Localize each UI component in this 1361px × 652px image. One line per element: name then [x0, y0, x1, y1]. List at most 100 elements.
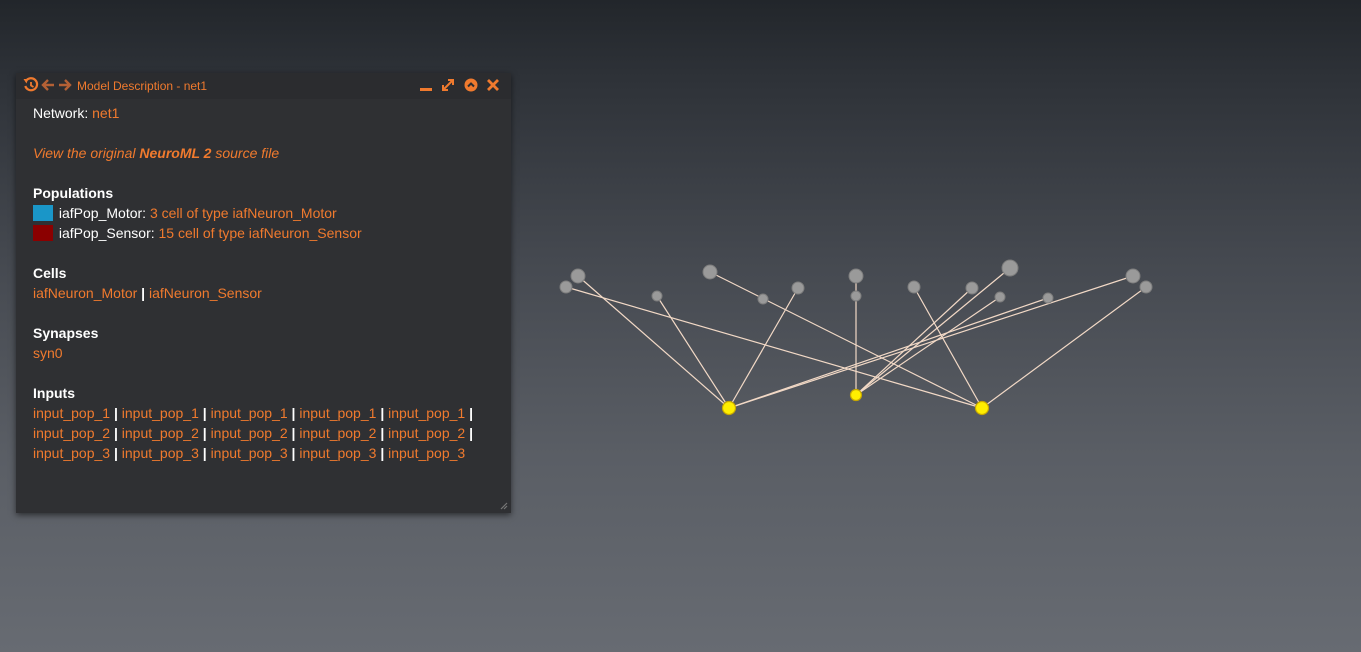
motor-cell[interactable]: [721, 400, 737, 416]
separator: |: [113, 445, 118, 461]
sensor-cell[interactable]: [907, 280, 921, 294]
inputs-row-1: input_pop_1 | input_pop_1 | input_pop_1 …: [33, 403, 493, 423]
connection-lines: [565, 267, 1147, 409]
sensor-cell[interactable]: [791, 281, 805, 295]
input-link[interactable]: input_pop_3: [121, 445, 199, 461]
network-row: Network: net1: [33, 103, 493, 123]
input-link[interactable]: input_pop_2: [210, 425, 288, 441]
resize-grip-icon[interactable]: [498, 500, 508, 510]
panel-content: Network: net1 View the original NeuroML …: [33, 103, 493, 463]
populations-heading: Populations: [33, 185, 114, 201]
sensor-cell[interactable]: [559, 280, 573, 294]
inputs-row-3: input_pop_3 | input_pop_3 | input_pop_3 …: [33, 443, 493, 463]
input-link[interactable]: input_pop_1: [121, 405, 199, 421]
connection-line: [728, 287, 799, 409]
network-link[interactable]: net1: [92, 105, 120, 121]
separator: |: [291, 445, 296, 461]
source-file-link[interactable]: View the original NeuroML 2 source file: [33, 143, 493, 163]
synapses-heading: Synapses: [33, 325, 99, 341]
connection-line: [913, 286, 983, 409]
sensor-cell[interactable]: [1139, 280, 1153, 294]
separator: |: [291, 425, 296, 441]
input-link[interactable]: input_pop_3: [299, 445, 377, 461]
input-link[interactable]: input_pop_3: [388, 445, 466, 461]
source-format: NeuroML 2: [139, 145, 212, 161]
separator: |: [113, 405, 118, 421]
synapses-row: syn0: [33, 343, 493, 363]
forward-arrow-icon[interactable]: [57, 77, 73, 93]
input-link[interactable]: input_pop_2: [388, 425, 466, 441]
separator: |: [380, 445, 385, 461]
connection-line: [855, 267, 1011, 396]
sensor-cell[interactable]: [757, 293, 769, 305]
separator: |: [202, 445, 207, 461]
sensor-cell[interactable]: [848, 268, 864, 284]
connection-line: [728, 275, 1134, 409]
connection-line: [656, 295, 730, 409]
sensor-cell[interactable]: [965, 281, 979, 295]
population-sensor: iafPop_Sensor: 15 cell of type iafNeuron…: [33, 223, 493, 243]
inputs-heading: Inputs: [33, 385, 75, 401]
sensor-cell[interactable]: [1125, 268, 1141, 284]
sensor-cell[interactable]: [1042, 292, 1054, 304]
input-link[interactable]: input_pop_1: [33, 405, 111, 421]
population-sensor-link[interactable]: 15 cell of type iafNeuron_Sensor: [158, 225, 362, 241]
sensor-cells: [559, 259, 1153, 305]
sensor-cell[interactable]: [994, 291, 1006, 303]
separator: |: [202, 425, 207, 441]
input-link[interactable]: input_pop_3: [33, 445, 111, 461]
cells-heading: Cells: [33, 265, 67, 281]
input-link[interactable]: input_pop_2: [121, 425, 199, 441]
sensor-color-swatch[interactable]: [33, 225, 53, 241]
separator: |: [380, 405, 385, 421]
close-icon[interactable]: [485, 77, 501, 93]
maximize-icon[interactable]: [440, 77, 456, 93]
population-sensor-name: iafPop_Sensor:: [58, 225, 155, 241]
source-suffix: source file: [211, 145, 280, 161]
model-description-panel: Model Description - net1 Network: net1 V…: [16, 73, 511, 513]
connection-line: [981, 286, 1147, 409]
collapse-icon[interactable]: [463, 77, 479, 93]
connection-line: [709, 271, 983, 409]
separator: |: [291, 405, 296, 421]
history-icon[interactable]: [23, 77, 39, 93]
cells-row: iafNeuron_Motor | iafNeuron_Sensor: [33, 283, 493, 303]
cell-link-motor[interactable]: iafNeuron_Motor: [33, 285, 138, 301]
sensor-cell[interactable]: [1001, 259, 1019, 277]
connection-line: [565, 286, 983, 409]
panel-title: Model Description - net1: [77, 79, 208, 93]
motor-cell[interactable]: [974, 400, 990, 416]
input-link[interactable]: input_pop_2: [299, 425, 377, 441]
network-label: Network:: [33, 105, 89, 121]
cell-link-sensor[interactable]: iafNeuron_Sensor: [148, 285, 262, 301]
motor-color-swatch[interactable]: [33, 205, 53, 221]
panel-titlebar[interactable]: Model Description - net1: [16, 73, 511, 99]
separator: |: [469, 425, 474, 441]
input-link[interactable]: input_pop_1: [388, 405, 466, 421]
input-link[interactable]: input_pop_3: [210, 445, 288, 461]
separator: |: [202, 405, 207, 421]
separator: |: [141, 285, 146, 301]
synapse-link[interactable]: syn0: [33, 345, 63, 361]
minimize-icon[interactable]: [418, 77, 434, 93]
motor-cells: [721, 388, 990, 416]
sensor-cell[interactable]: [702, 264, 718, 280]
source-prefix: View the original: [33, 145, 140, 161]
back-arrow-icon[interactable]: [40, 77, 56, 93]
sensor-cell[interactable]: [570, 268, 586, 284]
input-link[interactable]: input_pop_1: [210, 405, 288, 421]
separator: |: [113, 425, 118, 441]
population-motor: iafPop_Motor: 3 cell of type iafNeuron_M…: [33, 203, 493, 223]
motor-cell[interactable]: [849, 388, 863, 402]
input-link[interactable]: input_pop_2: [33, 425, 111, 441]
sensor-cell[interactable]: [850, 290, 862, 302]
separator: |: [469, 405, 474, 421]
connection-line: [728, 297, 1049, 409]
connection-line: [855, 287, 973, 396]
sensor-cell[interactable]: [651, 290, 663, 302]
input-link[interactable]: input_pop_1: [299, 405, 377, 421]
separator: |: [380, 425, 385, 441]
population-motor-link[interactable]: 3 cell of type iafNeuron_Motor: [149, 205, 337, 221]
inputs-row-2: input_pop_2 | input_pop_2 | input_pop_2 …: [33, 423, 493, 443]
